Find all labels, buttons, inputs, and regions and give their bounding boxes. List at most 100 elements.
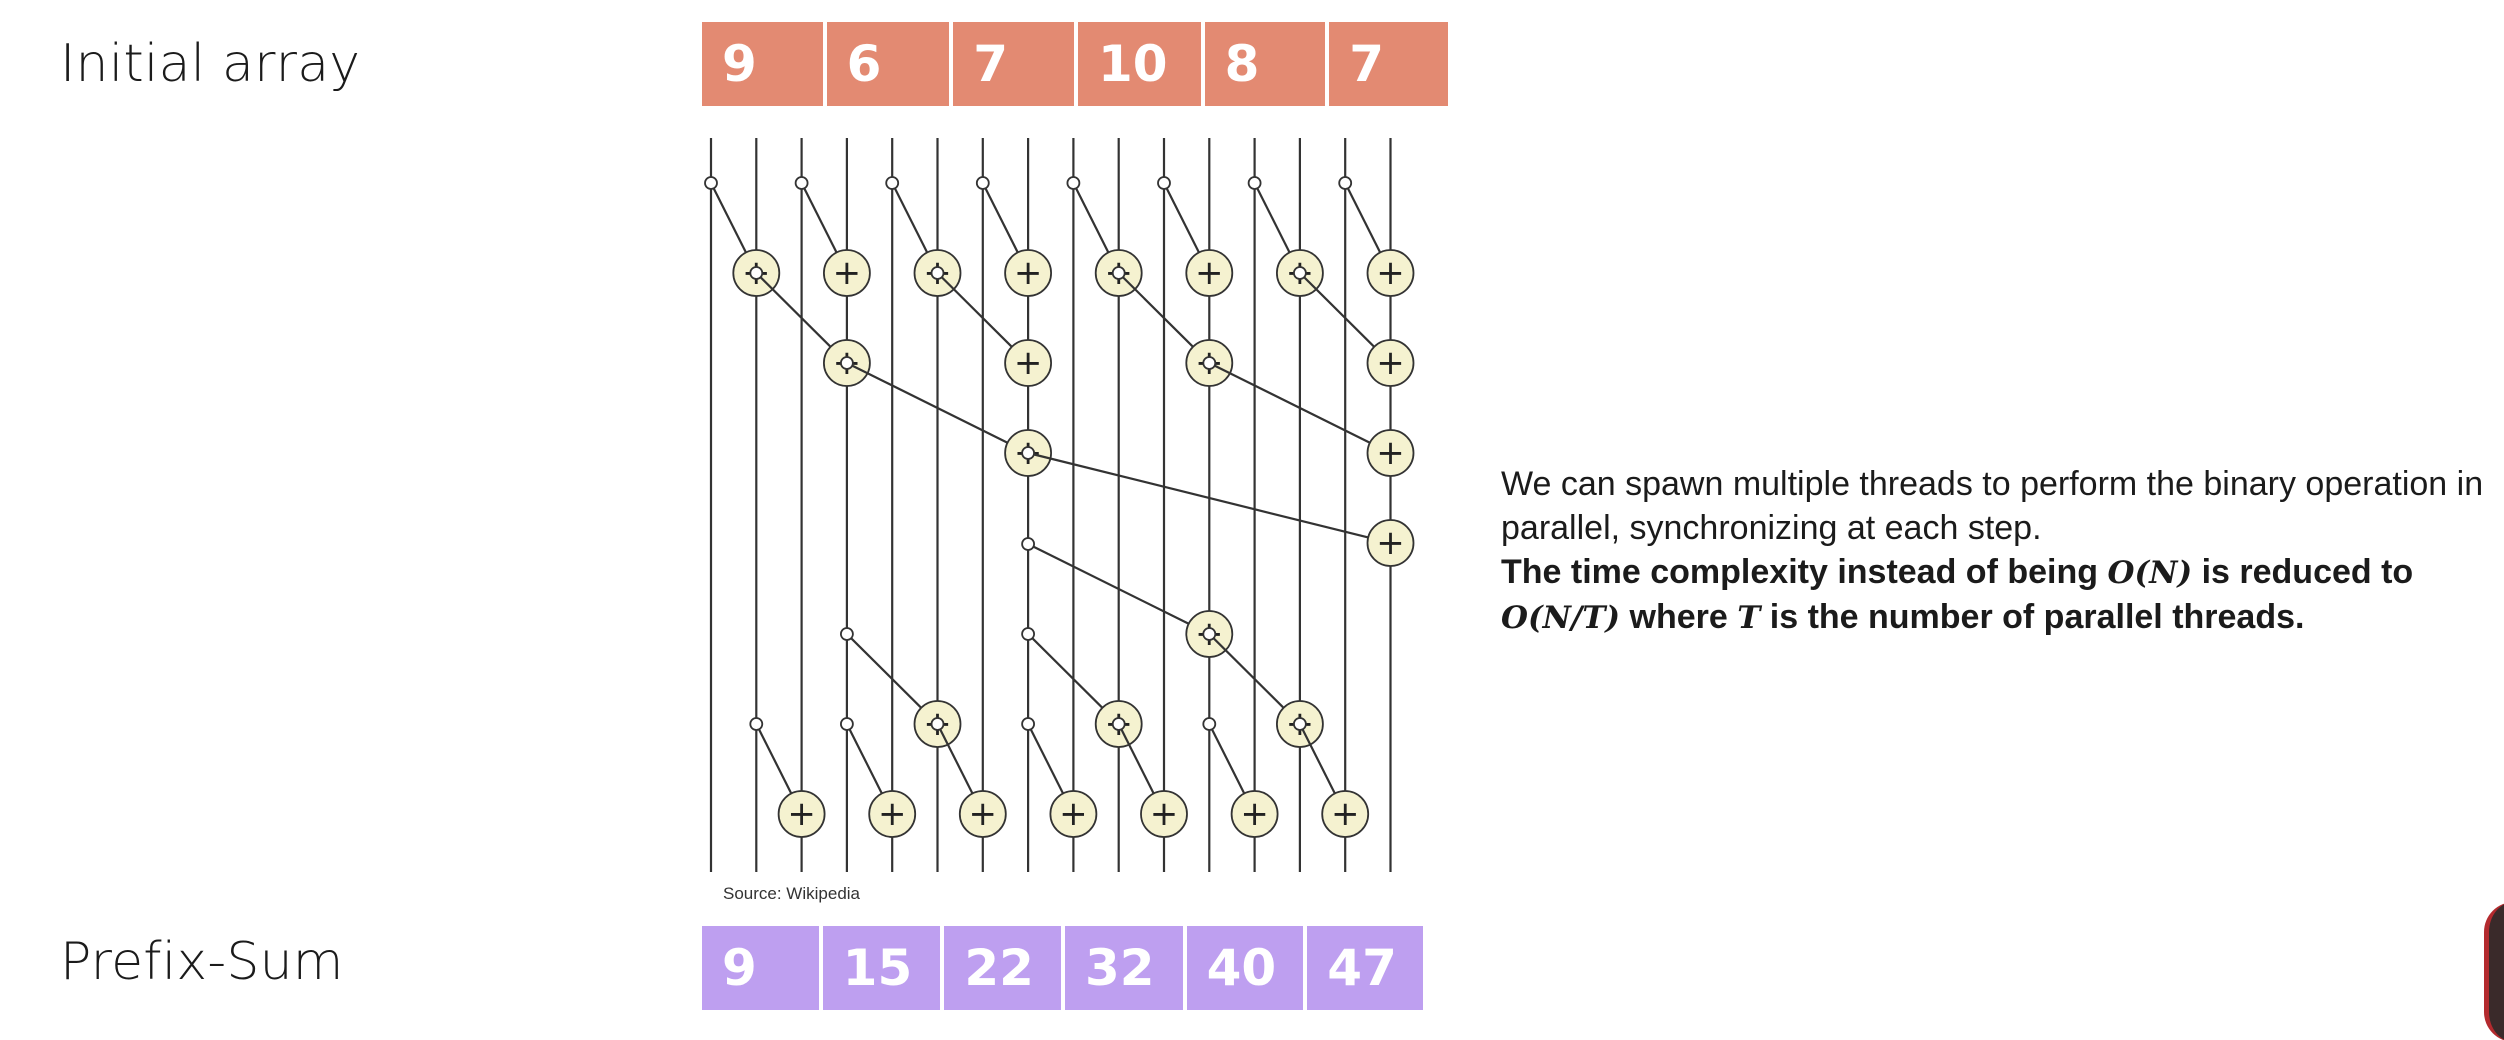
sum-node: [1321, 790, 1370, 838]
sum-node: [958, 790, 1007, 838]
operand-edge: [755, 723, 793, 794]
tap-point: [930, 717, 945, 731]
operand-edge: [981, 182, 1019, 253]
tap-point: [704, 176, 718, 190]
tap-point: [1021, 717, 1035, 731]
plus-symbol: +: [1376, 253, 1405, 293]
plus-symbol: +: [1150, 794, 1179, 834]
plus-symbol: +: [1014, 253, 1043, 293]
initial-array: 9 6 7 10 8 7: [702, 22, 1448, 106]
sum-node: [777, 790, 826, 838]
operand-edge: [1117, 272, 1194, 348]
operand-edge: [845, 723, 883, 794]
complexity-text: where: [1620, 598, 1738, 636]
tap-point: [975, 176, 990, 190]
sum-node: [1049, 790, 1098, 838]
prefix-cell-value: 9: [722, 939, 757, 997]
operand-edge: [755, 272, 832, 348]
tap-point: [1111, 266, 1126, 280]
plus-symbol: +: [833, 253, 862, 293]
plus-symbol: +: [1195, 253, 1224, 293]
source-caption: Source: Wikipedia: [723, 884, 861, 903]
plus-symbol: +: [787, 794, 816, 834]
operand-edge: [891, 182, 929, 253]
tap-point: [930, 266, 945, 280]
initial-cell: 7: [953, 22, 1078, 106]
operand-edge: [1027, 543, 1190, 625]
operand-edge: [710, 182, 747, 253]
tap-point: [885, 176, 900, 190]
sum-node: [1185, 249, 1234, 297]
prefix-cell: 32: [1064, 926, 1187, 1010]
operand-edge: [846, 362, 1008, 444]
initial-cell: 9: [702, 22, 827, 106]
initial-cell: 7: [1329, 22, 1448, 106]
plus-symbol: +: [1331, 794, 1360, 834]
operand-edge: [1298, 723, 1336, 794]
tap-point: [1021, 537, 1035, 551]
explanation-line-1: We can spawn multiple threads to perform…: [1501, 465, 2484, 503]
plus-symbol: +: [1240, 794, 1269, 834]
prefix-cell-value: 32: [1084, 939, 1155, 997]
initial-cell: 8: [1204, 22, 1330, 106]
sum-node: [1366, 429, 1415, 477]
complexity-before-formula: O(N): [2107, 555, 2193, 591]
sum-node: [1230, 790, 1279, 838]
explanation-text: We can spawn multiple threads to perform…: [1501, 462, 2504, 640]
operand-edge: [1299, 272, 1375, 348]
operand-edge: [1208, 633, 1285, 709]
initial-cell: 10: [1077, 22, 1205, 106]
tap-point: [1247, 176, 1262, 190]
tap-point: [1202, 717, 1217, 731]
tap-point: [1202, 627, 1217, 641]
prefix-cell: 22: [944, 926, 1065, 1010]
operand-edge: [1344, 182, 1382, 253]
explanation-line-2: parallel, synchronizing at each step.: [1501, 509, 2042, 547]
initial-cell-value: 7: [973, 35, 1009, 93]
tap-point: [1202, 356, 1217, 370]
complexity-text: The time complexity instead of being: [1501, 553, 2108, 591]
operand-edge: [1117, 723, 1155, 794]
prefix-cell-value: 47: [1327, 939, 1397, 997]
presenter-avatar: [2484, 902, 2504, 1040]
initial-cell-value: 6: [846, 35, 882, 93]
initial-cell-value: 9: [722, 35, 757, 93]
plus-symbol: +: [1376, 343, 1405, 383]
initial-array-label: Initial array: [60, 34, 361, 94]
tap-point: [840, 627, 854, 641]
sum-node: [1004, 339, 1052, 387]
tap-point: [1066, 176, 1081, 190]
tap-point: [1111, 717, 1126, 731]
tap-point: [794, 176, 809, 190]
operand-edge: [1027, 451, 1369, 539]
operand-edge: [1072, 182, 1110, 253]
plus-symbol: +: [1059, 794, 1088, 834]
sum-node: [1004, 249, 1052, 297]
prefix-cell-value: 15: [842, 939, 913, 997]
operand-edge: [1027, 633, 1104, 709]
sum-node: [1366, 519, 1415, 567]
thread-count-symbol: T: [1737, 600, 1761, 636]
tap-point: [840, 356, 854, 370]
prefix-sum-array: 9 15 22 32 40 47: [702, 926, 1423, 1010]
tap-point: [749, 717, 764, 731]
sum-node: [868, 790, 917, 838]
prefix-cell: 15: [822, 926, 945, 1010]
complexity-after-formula: O(N/T): [1501, 600, 1621, 636]
sum-node: [1366, 339, 1415, 387]
sum-node: [1140, 790, 1188, 838]
operand-edge: [936, 723, 974, 794]
plus-symbol: +: [1376, 523, 1405, 563]
operand-edge: [1163, 182, 1200, 253]
tap-point: [1293, 717, 1307, 731]
tap-point: [1338, 176, 1353, 190]
tap-point: [1021, 446, 1035, 460]
sum-node: [1366, 249, 1415, 297]
plus-symbol: +: [1376, 433, 1405, 473]
complexity-text: is the number of parallel threads.: [1760, 598, 2305, 636]
prefix-cell-value: 40: [1206, 939, 1277, 997]
complexity-line-2: O(N/T) where T is the number of parallel…: [1501, 595, 2504, 640]
prefix-cell-value: 22: [964, 939, 1034, 997]
prefix-cell: 47: [1307, 926, 1423, 1010]
